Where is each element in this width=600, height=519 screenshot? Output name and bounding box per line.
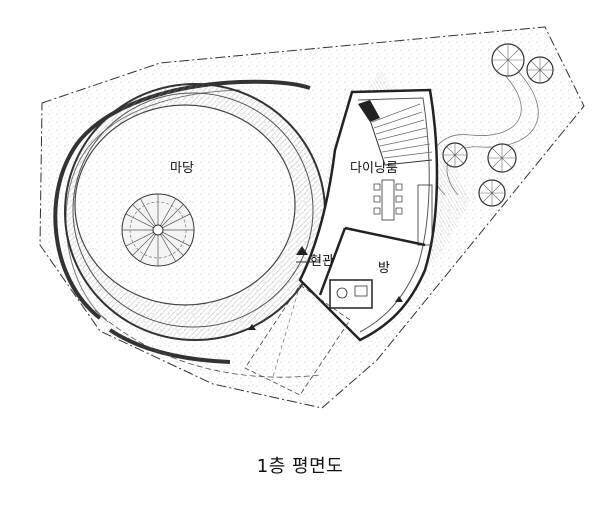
triangle-marker-icon	[248, 324, 256, 330]
label-room: 방	[378, 261, 390, 276]
drawing-caption: 1층 평면도	[256, 456, 344, 477]
building-inner-wall	[357, 97, 430, 333]
entrance-divider-wall	[318, 227, 347, 296]
long-dashed-arc	[94, 309, 321, 378]
garden-path-edge	[446, 67, 539, 196]
building-outline	[298, 88, 439, 342]
garden-trees	[442, 43, 554, 207]
bathroom	[329, 279, 373, 309]
floor-plan: 마당 다이닝룸 현관 방	[39, 26, 585, 409]
entrance-arrow-icon	[296, 246, 308, 255]
label-madang: 마당	[170, 161, 194, 176]
parking-area	[244, 284, 351, 396]
courtyard-inner-ring	[72, 92, 314, 328]
triangle-marker-icon	[395, 296, 403, 302]
dining-table	[373, 179, 403, 221]
staircase	[358, 100, 433, 166]
room-divider-wall	[344, 226, 426, 247]
parking-diagonal	[271, 284, 301, 381]
courtyard-gravel-texture	[76, 106, 294, 304]
lower-arc-wall	[108, 328, 231, 364]
label-dining: 다이닝룸	[350, 161, 398, 176]
label-entrance: 현관	[310, 254, 334, 269]
courtyard-tree	[121, 193, 195, 267]
